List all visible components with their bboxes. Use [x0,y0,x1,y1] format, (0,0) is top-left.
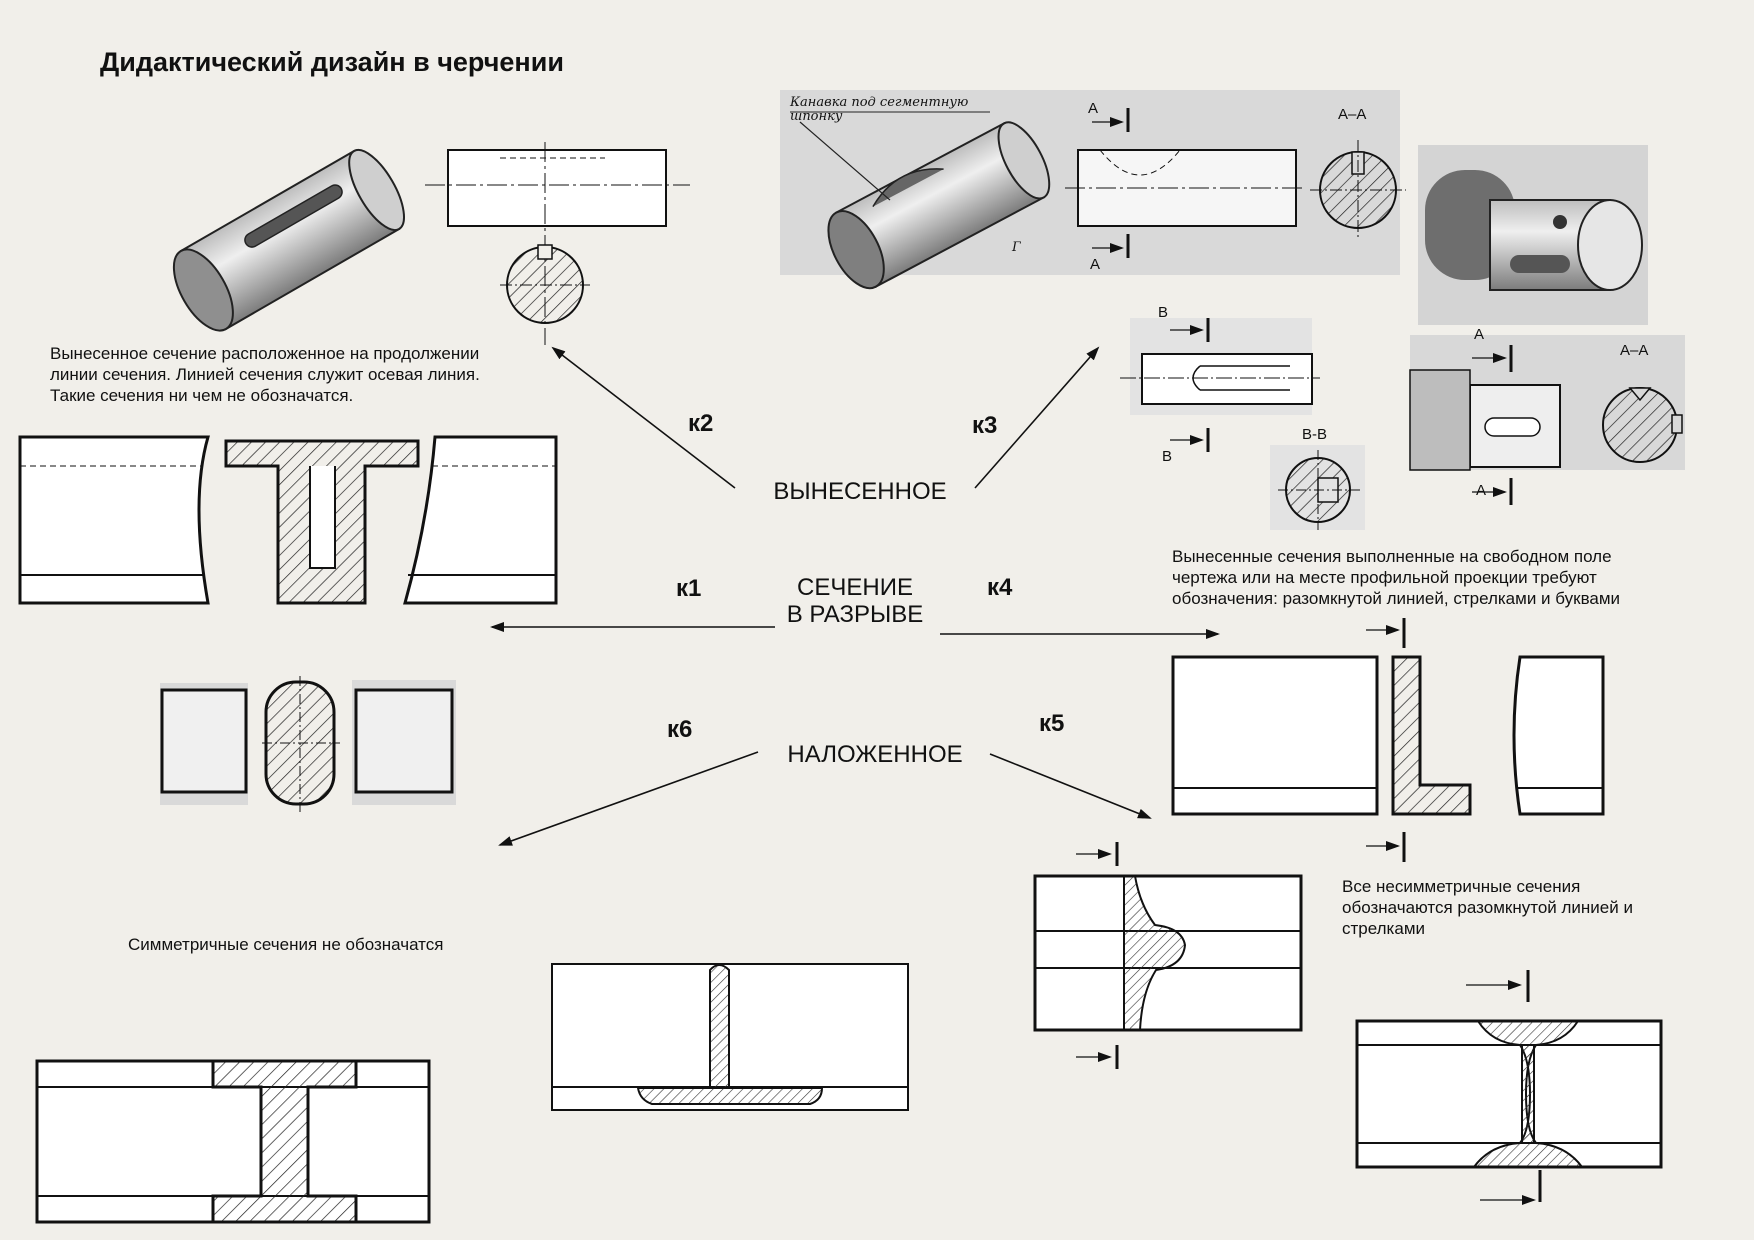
stepped-shaft-photo [1418,145,1648,325]
label-b-top: В [1158,304,1169,321]
link-label-k1: к1 [676,575,702,602]
node-nalozhennoe: НАЛОЖЕННОЕ [787,741,963,768]
keyway-cross-section [500,244,590,324]
groove-caption: Канавка под сегментную шпонку [790,95,969,124]
shaft-front-view [425,142,690,345]
label-b-b-section: В-В [1302,426,1328,443]
l-angle-break-section [1171,618,1605,862]
note-k4: Вынесенные сечения выполненные на свобод… [1172,547,1621,608]
link-label-k6: к6 [667,716,693,743]
node-vynesennoe: ВЫНЕСЕННОЕ [773,478,947,505]
asymmetric-plate-section [1033,842,1303,1069]
page-title: Дидактический дизайн в черчении [100,47,564,77]
i-beam-asymmetric-section [1355,970,1663,1205]
label-a-a-section: А–А [1338,106,1367,123]
shaft-keyway-illustration [172,149,405,332]
link-label-k5: к5 [1039,710,1065,737]
i-beam-superimposed-section [35,1059,431,1224]
segment-key-plate [780,90,1406,290]
arrow-k3 [974,346,1100,489]
arrow-k6 [498,751,759,846]
label-a-a-right: А–А [1620,342,1649,359]
t-plate-superimposed-section [551,963,909,1111]
label-a-right-top: А [1474,326,1485,343]
arrow-k2 [551,346,736,489]
label-b-bottom: В [1162,448,1173,465]
note-k5: Все несимметричные сечения обозначаются … [1342,877,1633,938]
note-k6: Симметричные сечения не обозначатся [128,935,444,954]
label-a-top: А [1088,100,1099,117]
center-node-break-section: СЕЧЕНИЕ В РАЗРЫВЕ [786,574,924,628]
t-profile-break-section [18,435,558,605]
shaft-a-section-drawing [1409,335,1685,505]
label-g: Г [1012,240,1021,255]
link-label-k4: к4 [987,574,1013,601]
link-label-k2: к2 [688,410,714,437]
label-a-bottom: А [1090,256,1101,273]
rounded-bar-break-section [160,676,456,812]
label-a-right-bottom: А [1476,482,1487,499]
concept-map-arrows [490,346,1220,846]
arrow-k5 [989,753,1152,819]
shaft-b-section-drawing [1120,318,1365,530]
link-label-k3: к3 [972,412,998,439]
note-k2: Вынесенное сечение расположенное на прод… [50,344,480,405]
